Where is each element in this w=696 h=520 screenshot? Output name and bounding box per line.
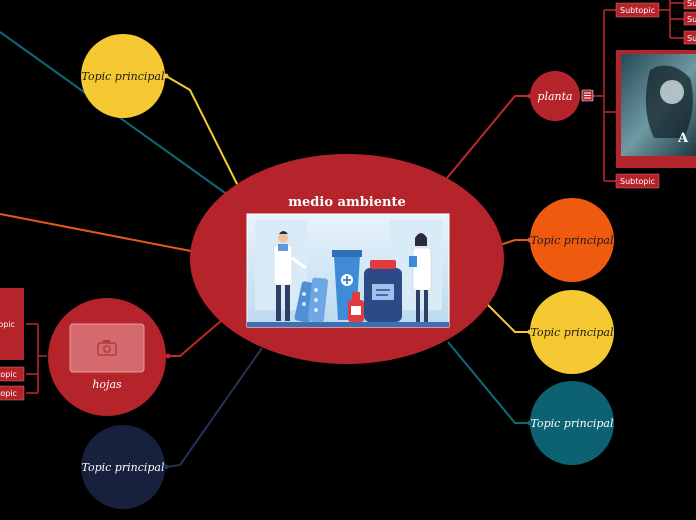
subtopic-planta-1a-label: Su — [687, 0, 696, 8]
connector-planta — [446, 95, 530, 179]
subtopic-planta-1c[interactable]: Su — [683, 30, 696, 45]
subtopic-hojas-2[interactable]: Subtopic — [0, 366, 25, 382]
connector-planta-sub-subtree — [659, 0, 684, 39]
subtopic-hojas-1-label: Subtopic — [0, 320, 15, 329]
topic-node-top-left-label: Topic principal — [81, 70, 165, 83]
poster-caption-fragment: A — [677, 131, 689, 146]
connector-planta-subtree — [593, 9, 616, 182]
subtopic-planta-1b[interactable]: Su — [683, 11, 696, 26]
connector-hojas-subtree — [26, 323, 47, 394]
image-placeholder[interactable] — [69, 323, 145, 373]
topic-node-hojas-label: hojas — [92, 378, 122, 391]
topic-node-hojas[interactable]: hojas — [48, 298, 166, 416]
subtopic-planta-1c-label: Su — [687, 34, 696, 43]
topic-node-navy-label: Topic principal — [81, 461, 165, 474]
camera-icon — [97, 340, 117, 356]
topic-node-teal[interactable]: Topic principal — [530, 381, 614, 465]
subtopic-planta-1b-label: Su — [687, 15, 696, 24]
topic-node-planta-label: planta — [537, 90, 572, 103]
subtopic-hojas-3-label: Subtopic — [0, 389, 17, 398]
connector-topic-yellow-right — [487, 304, 530, 333]
subtopic-planta-2-label: Subtopic — [620, 177, 655, 186]
topic-node-navy[interactable]: Topic principal — [81, 425, 165, 509]
connector-topic-teal — [447, 341, 530, 424]
subtopic-planta-1-label: Subtopic — [620, 6, 655, 15]
subtopic-planta-2[interactable]: Subtopic — [615, 173, 660, 189]
connector-hojas — [168, 319, 223, 357]
topic-node-planta[interactable]: planta — [530, 71, 580, 121]
subtopic-hojas-1[interactable]: Subtopic — [0, 288, 24, 360]
connectors — [0, 0, 684, 468]
topic-node-teal-label: Topic principal — [530, 417, 614, 430]
topic-node-orange-label: Topic principal — [530, 234, 614, 247]
subtopic-planta-1[interactable]: Subtopic — [615, 2, 660, 18]
central-node[interactable]: medio ambiente — [190, 154, 504, 364]
connector-topic-orange — [499, 239, 530, 246]
connector-topic-navy — [165, 347, 263, 468]
subtopic-planta-1a[interactable]: Su — [683, 0, 696, 10]
central-node-title: medio ambiente — [288, 195, 405, 210]
subtopic-hojas-2-label: Subtopic — [0, 370, 17, 379]
topic-node-top-left[interactable]: Topic principal — [81, 34, 165, 118]
connector-offscreen-orange — [0, 213, 197, 253]
central-node-illustration — [246, 213, 450, 328]
notes-icon[interactable] — [581, 89, 594, 102]
subtopic-hojas-3[interactable]: Subtopic — [0, 385, 25, 401]
topic-node-yellow-right[interactable]: Topic principal — [530, 290, 614, 374]
connector-topic-top-left — [165, 75, 239, 187]
subtopic-planta-image[interactable]: A — [616, 50, 696, 168]
topic-node-orange[interactable]: Topic principal — [530, 198, 614, 282]
topic-node-yellow-right-label: Topic principal — [530, 326, 614, 339]
